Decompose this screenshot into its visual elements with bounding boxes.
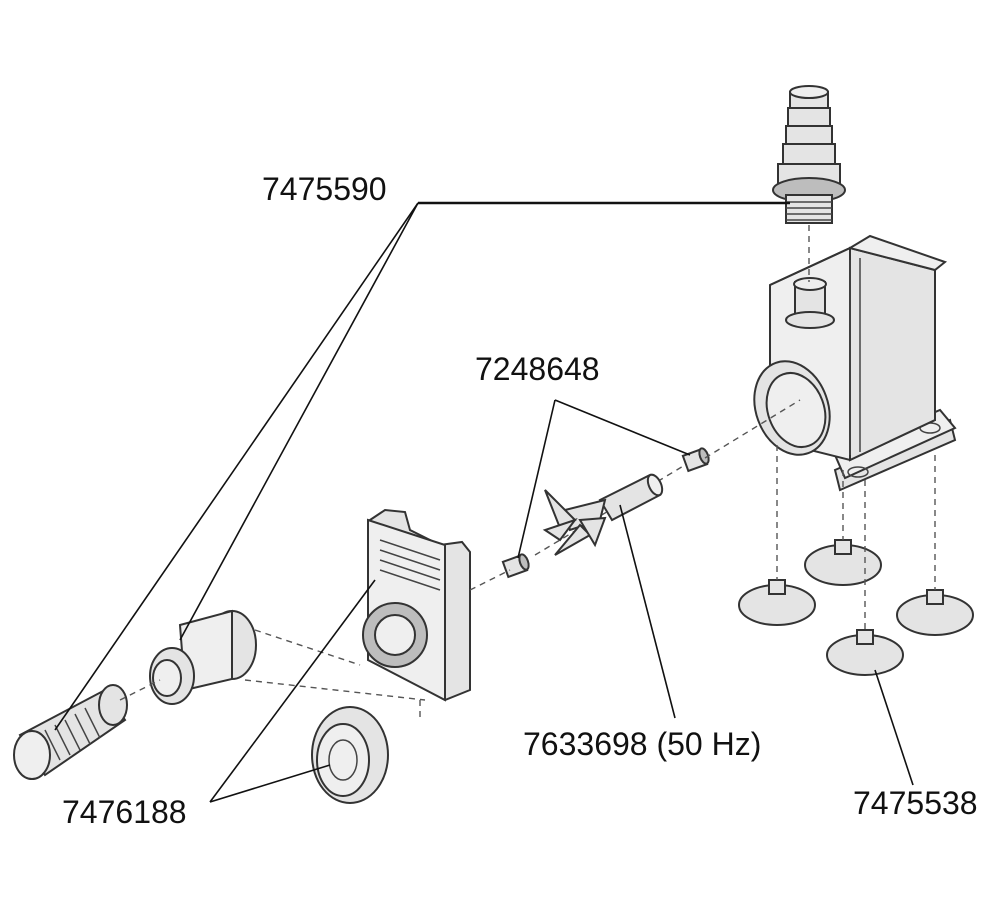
- suction-cup-3: [896, 589, 974, 636]
- suction-cup-2: [804, 539, 882, 586]
- part-number-7475538: 7475538: [853, 785, 978, 821]
- bearing-right: [681, 447, 710, 473]
- impeller: [534, 464, 686, 556]
- pump-body: [753, 234, 957, 492]
- assembly-guides: [119, 225, 936, 720]
- inlet-elbow: [149, 609, 257, 705]
- intake-cover: [362, 508, 471, 702]
- outlet-adapter: [772, 85, 846, 224]
- part-number-7475590: 7475590: [262, 171, 387, 207]
- suction-cup-4: [826, 629, 904, 676]
- suction-cup-1: [738, 579, 816, 626]
- round-cap: [311, 706, 389, 804]
- part-number-7633698: 7633698 (50 Hz): [523, 726, 762, 762]
- strainer: [13, 684, 128, 780]
- bearing-left: [501, 553, 530, 579]
- part-number-7476188: 7476188: [62, 794, 187, 830]
- leader-lines: [54, 201, 914, 803]
- part-number-7248648: 7248648: [475, 351, 600, 387]
